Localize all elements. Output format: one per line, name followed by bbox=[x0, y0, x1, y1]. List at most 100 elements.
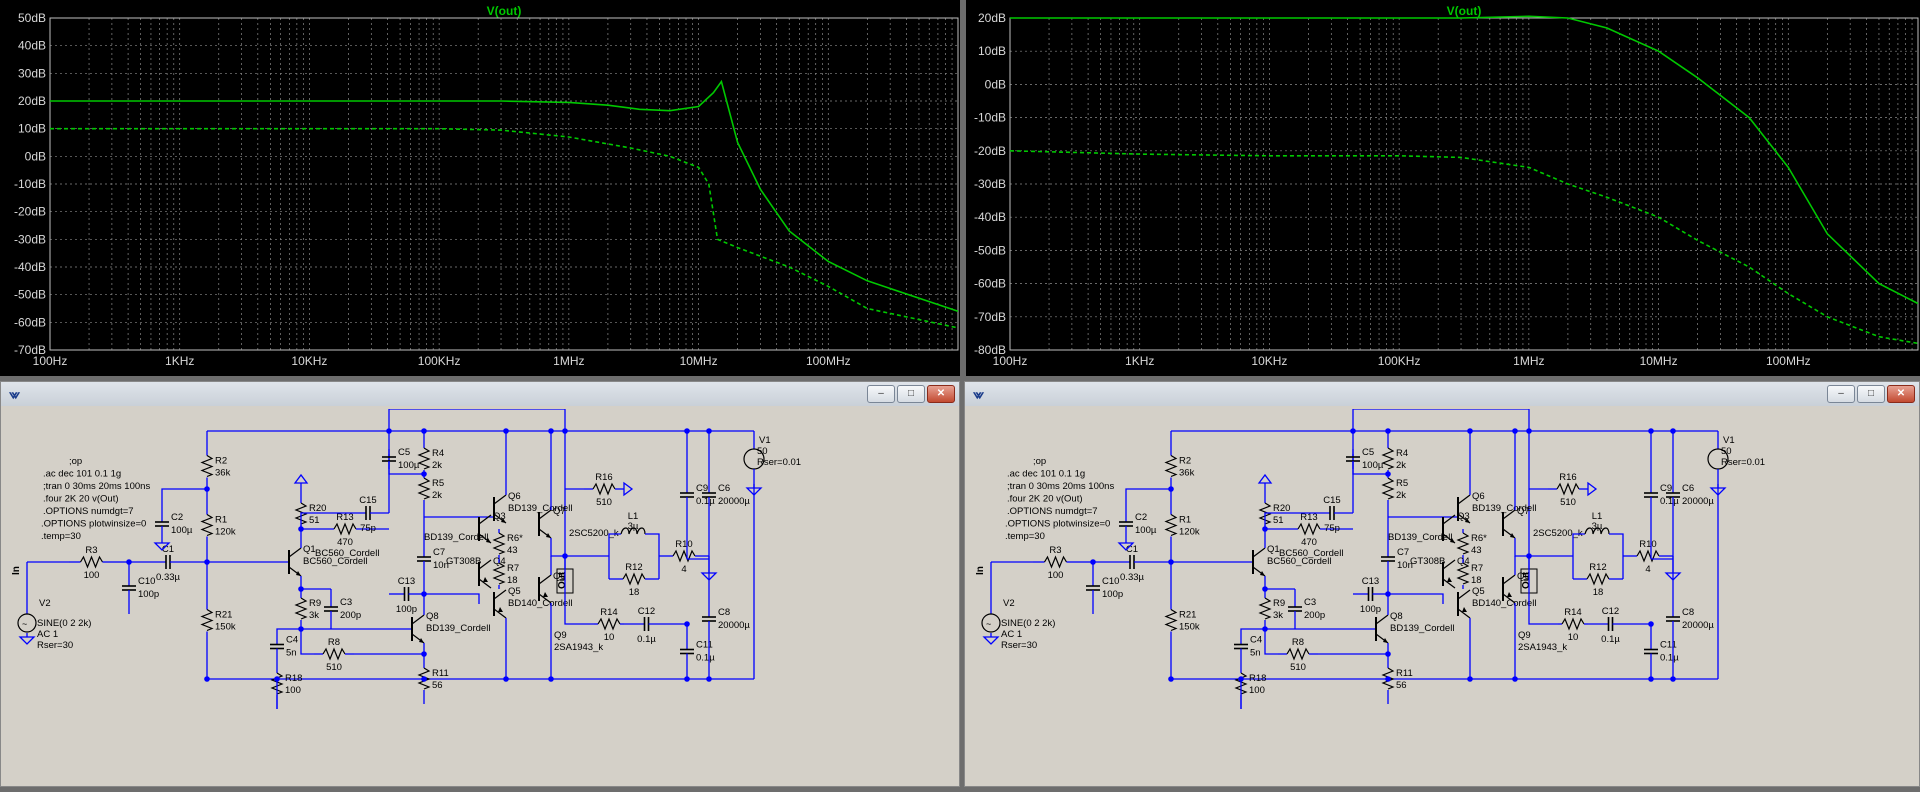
component-label: 100p bbox=[396, 604, 417, 615]
component-label: 510 bbox=[1290, 662, 1306, 673]
resistor-symbol bbox=[1164, 513, 1178, 537]
component-label: 10 bbox=[604, 632, 615, 643]
component-label: R20 bbox=[1273, 503, 1290, 514]
phase-trace bbox=[1009, 150, 1919, 345]
spice-directive: .four 2K 20 v(Out) bbox=[1007, 494, 1083, 505]
component-label: 0.33µ bbox=[156, 572, 180, 583]
transistor-lead bbox=[1457, 608, 1471, 619]
spice-directive: ;op bbox=[1033, 456, 1046, 467]
resistor-symbol bbox=[622, 572, 646, 586]
y-tick-label: -60dB bbox=[14, 315, 46, 329]
component-label: Q5 bbox=[1472, 586, 1485, 597]
transistor-lead bbox=[1457, 589, 1471, 600]
plot-frame bbox=[49, 17, 959, 351]
component-label: R2 bbox=[1179, 456, 1191, 467]
transistor-lead bbox=[1457, 494, 1471, 505]
y-tick-label: -80dB bbox=[974, 343, 1006, 357]
source-v2-label: SINE(0 2 2k) bbox=[1001, 618, 1055, 629]
component-label: R21 bbox=[1179, 610, 1196, 621]
junction-dot bbox=[1670, 676, 1676, 682]
wire bbox=[608, 533, 621, 556]
component-label: 56 bbox=[1396, 680, 1407, 691]
resistor-symbol bbox=[1164, 608, 1178, 632]
resistor-symbol bbox=[417, 447, 431, 470]
component-label: C13 bbox=[398, 576, 415, 587]
component-label: R5 bbox=[1396, 478, 1408, 489]
component-label: R20 bbox=[309, 503, 326, 514]
x-tick-label: 100Hz bbox=[993, 354, 1028, 368]
wire bbox=[1572, 533, 1585, 556]
y-tick-label: 40dB bbox=[18, 39, 46, 53]
component-label: 2k bbox=[1396, 490, 1406, 501]
component-label: 100µ bbox=[398, 460, 420, 471]
component-label: 0.33µ bbox=[1120, 572, 1144, 583]
component-label: 100 bbox=[1048, 570, 1064, 581]
amplifier-schematic[interactable]: ;op.ac dec 101 0.1 1g;tran 0 30ms 20ms 1… bbox=[9, 408, 955, 787]
component-label: BC560_Cordell bbox=[303, 556, 367, 567]
transistor-arrow bbox=[1510, 533, 1515, 538]
component-label: R8 bbox=[328, 637, 340, 648]
y-tick-label: -60dB bbox=[974, 277, 1006, 291]
window-controls: – □ ✕ bbox=[1827, 385, 1915, 403]
component-label: 3µ bbox=[628, 521, 639, 532]
maximize-button[interactable]: □ bbox=[897, 385, 925, 403]
schematic-canvas[interactable]: ;op.ac dec 101 0.1 1g;tran 0 30ms 20ms 1… bbox=[9, 408, 955, 787]
y-tick-label: -10dB bbox=[974, 111, 1006, 125]
source-v1-label: 50 bbox=[757, 446, 768, 457]
component-label: R8 bbox=[1292, 637, 1304, 648]
resistor-symbol bbox=[672, 549, 696, 563]
junction-dot bbox=[1526, 428, 1532, 434]
y-tick-label: -10dB bbox=[14, 177, 46, 191]
wire bbox=[161, 488, 207, 509]
component-label: C7 bbox=[1397, 547, 1409, 558]
junction-dot bbox=[204, 676, 210, 682]
transistor-lead bbox=[538, 574, 552, 585]
resistor-symbol bbox=[1164, 454, 1178, 478]
source-v2-label: AC 1 bbox=[1001, 629, 1022, 640]
schematic-canvas[interactable]: ;op.ac dec 101 0.1 1g;tran 0 30ms 20ms 1… bbox=[973, 408, 1915, 787]
component-label: R14 bbox=[1564, 607, 1581, 618]
close-button[interactable]: ✕ bbox=[927, 385, 955, 403]
x-tick-label: 10MHz bbox=[680, 354, 718, 368]
maximize-button[interactable]: □ bbox=[1857, 385, 1885, 403]
transistor-lead bbox=[538, 593, 552, 604]
amplifier-schematic[interactable]: ;op.ac dec 101 0.1 1g;tran 0 30ms 20ms 1… bbox=[973, 408, 1915, 787]
component-label: GT308B bbox=[446, 556, 481, 567]
minimize-button[interactable]: – bbox=[867, 385, 895, 403]
component-label: R3 bbox=[85, 545, 97, 556]
y-tick-label: 20dB bbox=[978, 11, 1006, 25]
component-label: 100p bbox=[1102, 589, 1123, 600]
transistor-lead bbox=[1375, 614, 1389, 625]
x-tick-label: 1MHz bbox=[1513, 354, 1544, 368]
x-tick-label: 10MHz bbox=[1640, 354, 1678, 368]
spice-directive: ;tran 0 30ms 20ms 100ns bbox=[43, 481, 150, 492]
schematic-window-right[interactable]: ⩖ – □ ✕ ;op.ac dec 101 0.1 1g;tran 0 30m… bbox=[964, 381, 1920, 787]
junction-dot bbox=[421, 428, 427, 434]
schematic-window-left[interactable]: ⩖ – □ ✕ ;op.ac dec 101 0.1 1g;tran 0 30m… bbox=[0, 381, 960, 787]
x-tick-label: 100KHz bbox=[1378, 354, 1421, 368]
source-v1-label: V1 bbox=[1723, 435, 1735, 446]
close-button[interactable]: ✕ bbox=[1887, 385, 1915, 403]
ground-symbol bbox=[1117, 539, 1135, 551]
junction-dot bbox=[1168, 676, 1174, 682]
bode-plot-left: 50dB40dB30dB20dB10dB0dB-10dB-20dB-30dB-4… bbox=[14, 4, 959, 368]
spice-directive: .four 2K 20 v(Out) bbox=[43, 494, 119, 505]
voltage-source-symbol bbox=[17, 613, 37, 633]
ground-symbol bbox=[18, 633, 36, 645]
component-label: 20000µ bbox=[1682, 620, 1714, 631]
input-net-label: In bbox=[11, 566, 22, 575]
schematic-app-icon: ⩖ bbox=[9, 386, 21, 402]
resistor-symbol bbox=[1586, 572, 1610, 586]
component-label: BD140_Cordell bbox=[508, 598, 572, 609]
component-label: R6* bbox=[1471, 533, 1487, 544]
component-label: Q1 bbox=[1267, 544, 1280, 555]
component-label: R10 bbox=[675, 539, 692, 550]
component-label: R18 bbox=[1249, 673, 1266, 684]
magnitude-trace bbox=[1010, 15, 1919, 305]
minimize-button[interactable]: – bbox=[1827, 385, 1855, 403]
component-label: 0.1µ bbox=[1660, 496, 1679, 507]
resistor-symbol bbox=[79, 555, 104, 569]
wire bbox=[1514, 538, 1529, 557]
